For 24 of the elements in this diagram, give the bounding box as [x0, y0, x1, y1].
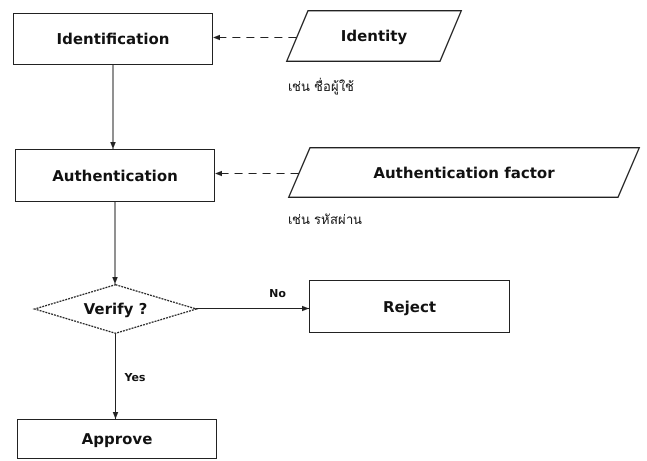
node-label: Identity	[340, 27, 408, 45]
node-label: Reject	[382, 298, 436, 316]
node-label: Verify ?	[84, 300, 148, 318]
node-label: Authentication	[52, 166, 178, 184]
node-label: Authentication factor	[373, 164, 555, 182]
node-label: Approve	[82, 430, 152, 448]
arrow	[214, 170, 300, 176]
input-parallelogram	[288, 147, 640, 198]
arrow	[194, 306, 310, 312]
process-box	[17, 419, 217, 459]
process-box	[13, 13, 213, 65]
arrow	[212, 34, 297, 40]
arrow	[110, 64, 116, 150]
arrow	[112, 202, 118, 284]
input-parallelogram	[286, 10, 462, 62]
example-note: เช่น ชื่อผู้ใช้	[288, 76, 354, 97]
arrow	[112, 334, 118, 420]
decision-diamond	[34, 284, 197, 334]
edge-label: Yes	[124, 370, 146, 384]
example-note: เช่น รหัสผ่าน	[288, 212, 362, 230]
node-label: Identification	[56, 30, 170, 48]
process-box	[15, 149, 215, 202]
process-box	[309, 280, 510, 333]
edge-label: No	[268, 286, 287, 300]
